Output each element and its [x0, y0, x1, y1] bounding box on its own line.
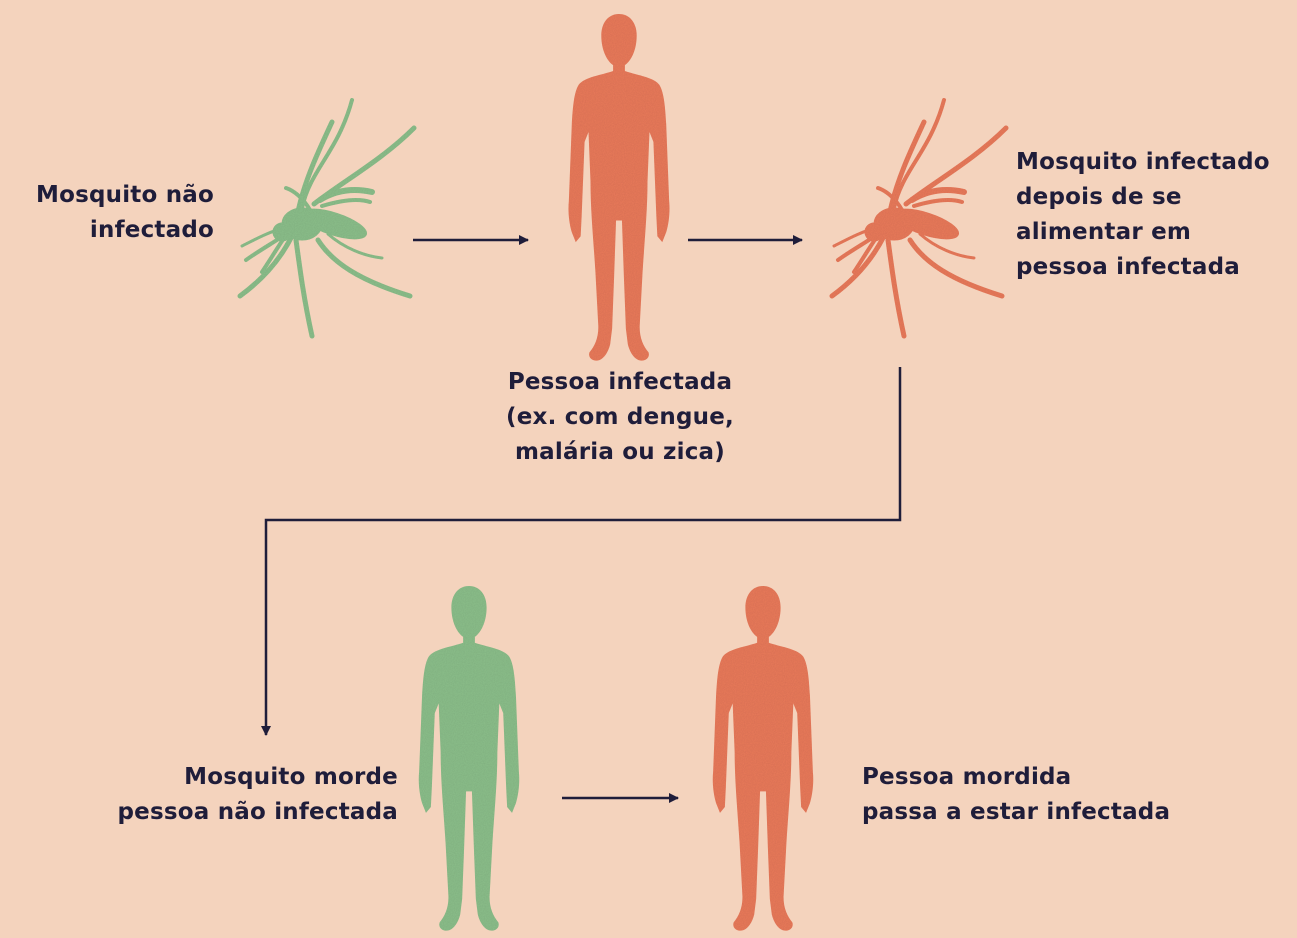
person-icon — [712, 586, 814, 931]
label-mosquito-bites: Mosquito morde pessoa não infectada — [117, 764, 398, 825]
mosquito-icon — [240, 100, 414, 336]
label-bitten-person: Pessoa mordida passa a estar infectada — [862, 764, 1171, 825]
label-infected-mosquito: Mosquito infectado depois de se alimenta… — [1016, 149, 1270, 280]
person-icon — [418, 586, 520, 931]
label-uninfected-mosquito: Mosquito não infectado — [36, 182, 214, 243]
person-icon — [568, 14, 670, 361]
label-infected-person: Pessoa infectada (ex. com dengue, malári… — [506, 369, 734, 465]
arrow-connector-down — [261, 367, 902, 736]
mosquito-icon — [832, 100, 1006, 336]
